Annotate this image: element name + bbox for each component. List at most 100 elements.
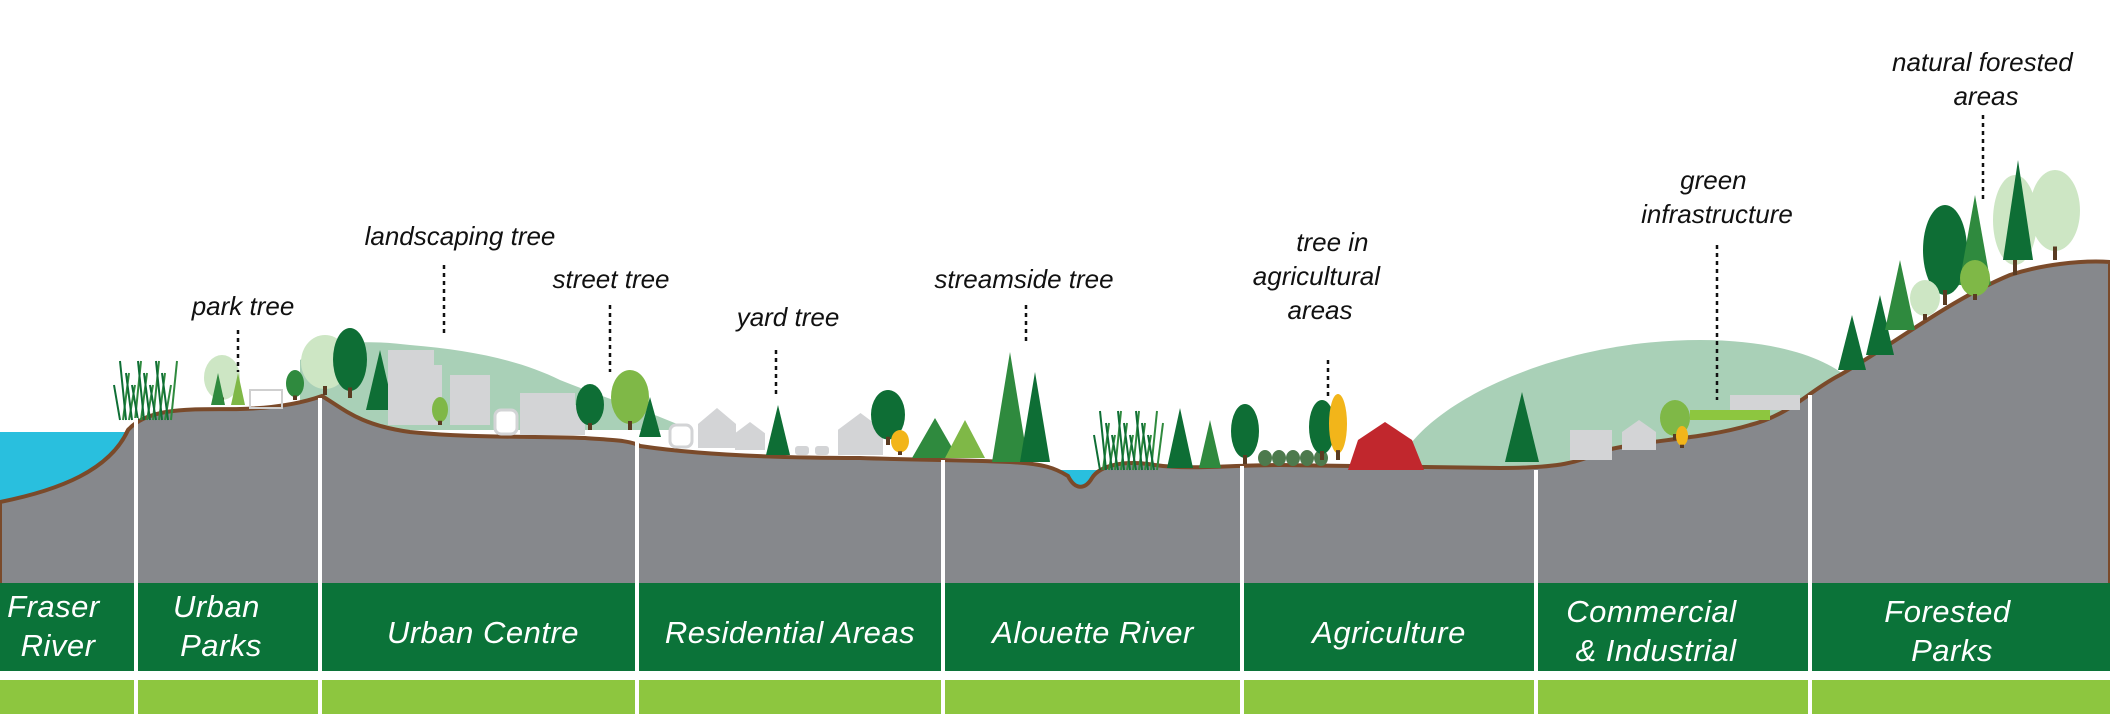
- deciduous-tree-icon: [871, 390, 905, 440]
- house-icon: [838, 413, 883, 455]
- building-icon: [450, 375, 490, 425]
- shrub-icon: [1286, 450, 1300, 466]
- grass-blade-icon: [164, 384, 172, 421]
- tree-trunk-icon: [1673, 434, 1677, 440]
- grass-blade-icon: [1147, 434, 1155, 471]
- zone-label-commercial-industrial: Commercial & Industrial: [1566, 594, 1745, 668]
- zone-label-fraser-river: Fraser River: [7, 589, 109, 663]
- base-band: [0, 680, 2110, 714]
- landscape-features: [113, 160, 2080, 471]
- callout-park-tree: park tree: [191, 291, 295, 321]
- conifer-tree-icon: [1505, 392, 1539, 462]
- grass-blade-icon: [1129, 434, 1137, 471]
- deciduous-tree-icon: [1960, 260, 1990, 296]
- deciduous-tree-icon: [576, 384, 604, 426]
- conifer-tree-icon: [639, 397, 661, 437]
- zone-label-alouette-river: Alouette River: [990, 615, 1195, 650]
- terrain-profile: [0, 259, 2110, 587]
- tree-trunk-icon: [1320, 451, 1324, 460]
- green-roof-icon: [1690, 410, 1770, 420]
- conifer-tree-icon: [992, 352, 1028, 462]
- deciduous-tree-icon: [204, 355, 240, 400]
- tree-trunk-icon: [1680, 444, 1684, 448]
- bus-icon: [493, 408, 519, 436]
- callout-green-infrastructure: green infrastructure: [1641, 165, 1793, 229]
- grass-blade-icon: [161, 372, 169, 421]
- deciduous-tree-icon: [2030, 170, 2080, 251]
- shrub-icon: [1300, 450, 1314, 466]
- tree-trunk-icon: [1923, 314, 1927, 320]
- callout-yard-tree: yard tree: [735, 302, 840, 332]
- grass-blade-icon: [1099, 410, 1107, 471]
- deciduous-tree-icon: [1329, 394, 1347, 454]
- house-icon: [698, 408, 736, 448]
- deciduous-tree-icon: [1676, 426, 1688, 446]
- grass-blade-icon: [1123, 422, 1131, 471]
- callout-street-tree: street tree: [552, 264, 669, 294]
- tree-trunk-icon: [886, 436, 890, 445]
- conifer-tree-icon: [1020, 372, 1050, 462]
- zone-label-urban-centre: Urban Centre: [387, 615, 579, 650]
- tree-trunk-icon: [898, 451, 902, 455]
- shrub-icon: [1258, 450, 1272, 466]
- grass-blade-icon: [1105, 422, 1113, 471]
- grass-blade-icon: [1117, 410, 1125, 471]
- tree-trunk-icon: [628, 421, 632, 430]
- deciduous-tree-icon: [611, 370, 649, 424]
- deciduous-tree-icon: [432, 397, 448, 423]
- conifer-tree-icon: [1167, 408, 1193, 468]
- conifer-tree-icon: [1885, 260, 1915, 330]
- building-icon: [1730, 395, 1800, 410]
- park-structure-icon: [249, 389, 283, 409]
- grass-blade-icon: [1141, 422, 1149, 471]
- grass-blade-icon: [1156, 422, 1164, 471]
- conifer-tree-icon: [766, 405, 790, 455]
- grass-blade-icon: [170, 360, 178, 421]
- zone-dividers: [0, 395, 2110, 714]
- conifer-tree-icon: [912, 418, 958, 458]
- deciduous-tree-icon: [1923, 205, 1967, 295]
- zone-label-forested-parks: Forested Parks: [1884, 594, 2019, 668]
- callout-landscaping-tree: landscaping tree: [365, 221, 556, 251]
- house-icon: [735, 422, 765, 450]
- bus-icon: [668, 423, 694, 449]
- house-icon: [1622, 420, 1656, 450]
- deciduous-tree-icon: [1309, 400, 1335, 454]
- conifer-tree-icon: [231, 373, 245, 405]
- tree-trunk-icon: [1943, 290, 1947, 305]
- tree-trunk-icon: [1243, 455, 1247, 464]
- deciduous-tree-icon: [1231, 404, 1259, 458]
- conifer-tree-icon: [211, 373, 225, 405]
- deciduous-tree-icon: [333, 328, 367, 391]
- zone-band: [0, 583, 2110, 671]
- conifer-tree-icon: [1959, 195, 1991, 285]
- tree-trunk-icon: [1336, 450, 1340, 460]
- tree-trunk-icon: [2053, 246, 2057, 260]
- grass-blade-icon: [149, 384, 157, 421]
- grass-blade-icon: [119, 360, 127, 421]
- deciduous-tree-icon: [1910, 280, 1940, 316]
- deciduous-tree-icon: [286, 370, 304, 397]
- barn-icon: [1348, 422, 1424, 470]
- tree-trunk-icon: [2013, 260, 2017, 275]
- conifer-tree-icon: [945, 420, 985, 458]
- zone-label-agriculture: Agriculture: [1310, 615, 1466, 650]
- grass-blade-icon: [125, 372, 133, 421]
- building-icon: [1570, 430, 1612, 460]
- conifer-tree-icon: [2003, 160, 2033, 260]
- car-icon: [795, 446, 809, 455]
- conifer-tree-icon: [1838, 315, 1866, 370]
- car-icon: [815, 446, 829, 455]
- tree-trunk-icon: [348, 387, 352, 398]
- grass-blade-icon: [1093, 434, 1101, 471]
- zone-label-urban-parks: Urban Parks: [173, 589, 269, 663]
- deciduous-tree-icon: [891, 430, 909, 453]
- tree-trunk-icon: [293, 395, 297, 400]
- shrub-icon: [1272, 450, 1286, 466]
- grass-blade-icon: [1135, 410, 1143, 471]
- grass-blade-icon: [137, 360, 145, 421]
- grass-blade-icon: [1111, 434, 1119, 471]
- callout-natural-forested-areas: natural forested areas: [1892, 47, 2080, 111]
- zone-label-residential-areas: Residential Areas: [665, 615, 915, 650]
